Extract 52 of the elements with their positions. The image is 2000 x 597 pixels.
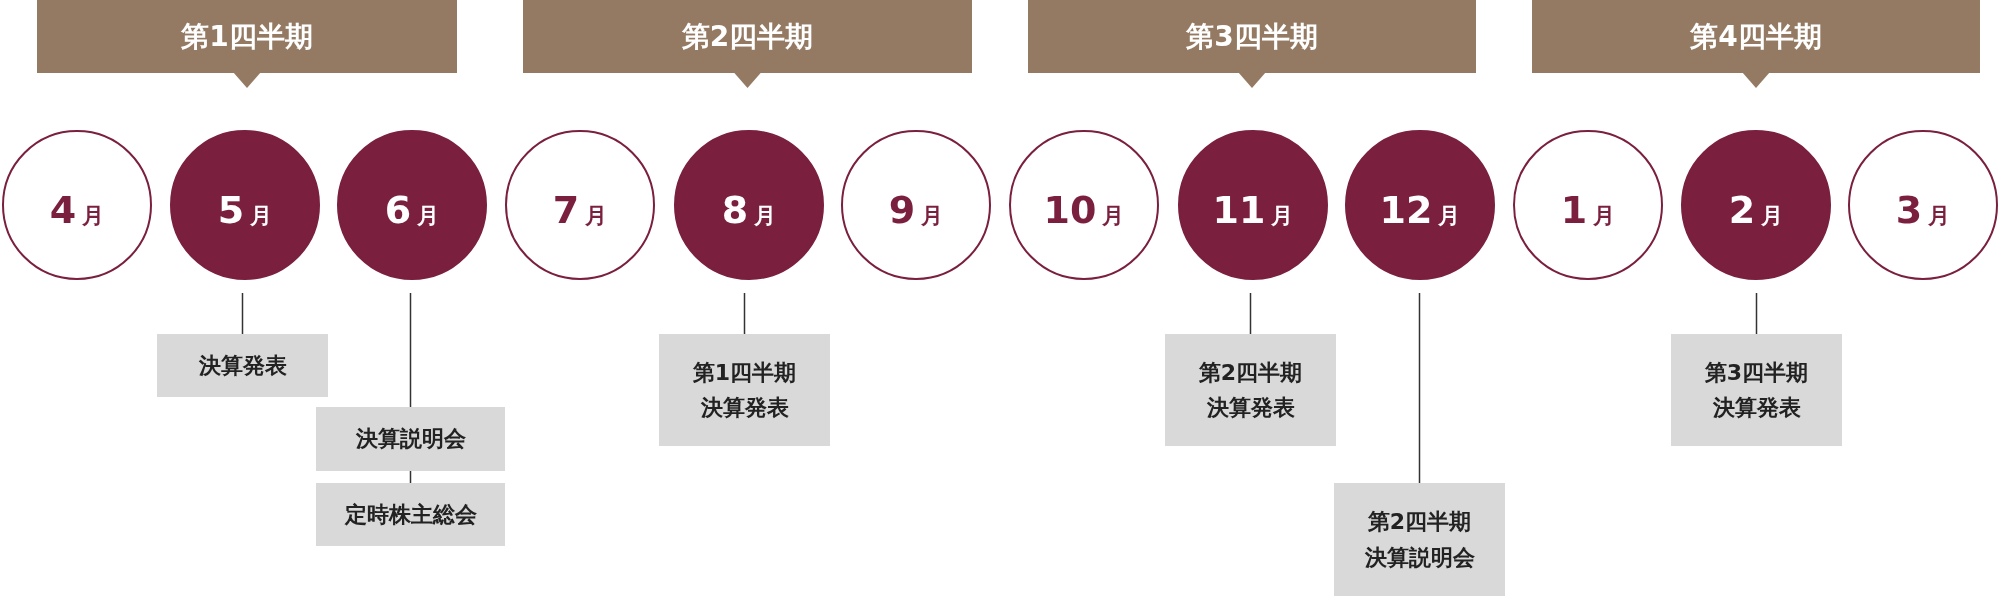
month-number: 5 — [217, 188, 245, 232]
month-number: 11 — [1212, 188, 1266, 232]
event-box — [659, 334, 830, 446]
month-unit: 月 — [82, 202, 105, 230]
month-number: 2 — [1728, 188, 1756, 232]
connector-line — [1755, 292, 1758, 335]
month-number: 6 — [384, 188, 412, 232]
month-number: 7 — [552, 188, 580, 232]
month-unit: 月 — [921, 202, 944, 230]
month-unit: 月 — [417, 202, 440, 230]
month-unit: 月 — [1928, 202, 1951, 230]
month-unit: 月 — [250, 202, 273, 230]
quarter-label: 第4四半期 — [1690, 18, 1822, 55]
connector-line — [241, 292, 244, 335]
month-unit: 月 — [1761, 202, 1784, 230]
month-unit: 月 — [754, 202, 777, 230]
month-number: 8 — [721, 188, 749, 232]
month-number: 12 — [1379, 188, 1433, 232]
quarter-header — [1028, 0, 1476, 73]
event-label: 第2四半期決算説明会 — [1363, 508, 1476, 572]
quarter-header — [523, 0, 972, 73]
event-label: 定時株主総会 — [343, 500, 478, 529]
event-label: 第3四半期決算発表 — [1703, 358, 1810, 422]
connector-line — [1249, 292, 1252, 335]
connector-line — [1418, 292, 1421, 484]
event-label: 決算発表 — [197, 351, 288, 380]
month-unit: 月 — [585, 202, 608, 230]
month-number: 10 — [1043, 188, 1097, 232]
month-number: 4 — [49, 188, 77, 232]
event-box — [1671, 334, 1842, 446]
event-box — [316, 407, 505, 471]
month-number: 9 — [888, 188, 916, 232]
quarter-header — [1532, 0, 1980, 73]
month-unit: 月 — [1593, 202, 1616, 230]
event-box — [316, 483, 505, 546]
event-label: 第1四半期決算発表 — [691, 358, 798, 422]
connector-line — [409, 292, 412, 408]
event-label: 決算説明会 — [354, 425, 467, 454]
month-unit: 月 — [1271, 202, 1294, 230]
quarter-header — [37, 0, 457, 73]
month-unit: 月 — [1438, 202, 1461, 230]
quarter-label: 第1四半期 — [181, 18, 313, 55]
event-box — [1165, 334, 1336, 446]
event-label: 第2四半期決算発表 — [1197, 358, 1304, 422]
event-box — [1334, 483, 1505, 596]
month-number: 3 — [1895, 188, 1923, 232]
month-unit: 月 — [1102, 202, 1125, 230]
quarter-label: 第3四半期 — [1186, 18, 1318, 55]
quarter-label: 第2四半期 — [681, 18, 814, 55]
month-number: 1 — [1560, 188, 1588, 232]
event-box — [157, 334, 328, 397]
connector-line — [743, 292, 746, 335]
